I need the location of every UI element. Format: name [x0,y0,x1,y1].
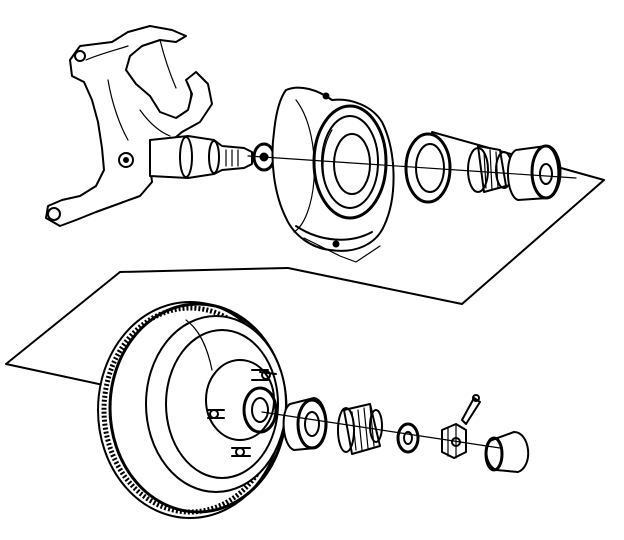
dust-cap [484,431,530,473]
steering-knuckle [45,25,213,227]
upper-axis-line [247,155,577,179]
spindle [149,135,276,179]
outer-bearing [506,144,562,201]
inner-bearing [467,145,513,193]
wheel-studs [207,369,277,457]
lower-axis-line [261,411,501,449]
grease-seal [404,132,452,204]
washer [396,422,420,454]
hub-and-rotor [97,301,288,519]
cotter-pin [461,394,481,425]
lower-assembly-plane [5,267,289,387]
outer-bearing-cup [282,397,328,451]
splash-shield [271,86,395,263]
outer-bearing-cone [337,403,383,455]
